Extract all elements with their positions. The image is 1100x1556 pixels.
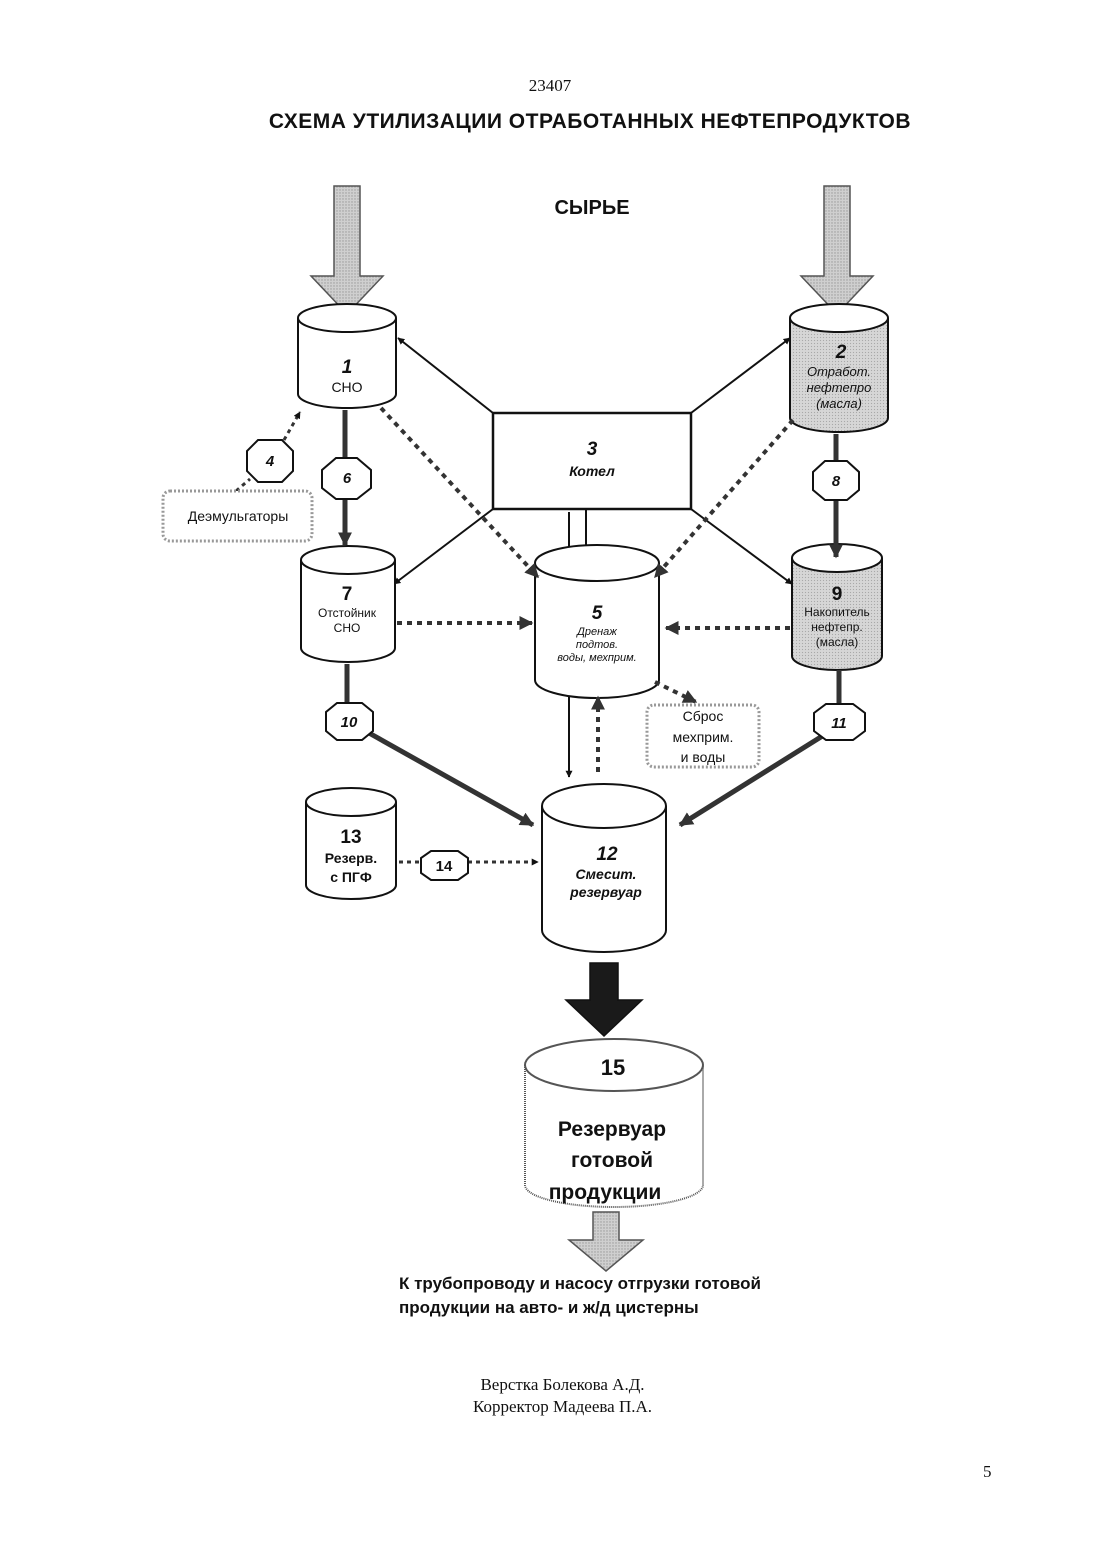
tank-5-line1: Дренаж [575, 626, 617, 638]
proofreader-credit: Корректор Мадеева П.А. [0, 1396, 1100, 1418]
pump-8-label: 8 [832, 473, 841, 490]
tank-12-number: 12 [596, 844, 618, 865]
pump-4-label: 4 [265, 453, 275, 470]
tank-1-number: 1 [342, 357, 353, 378]
shipment-note-line2: продукции на авто- и ж/д цистерны [399, 1298, 699, 1317]
tank-9-line2: нефтепр. [811, 620, 862, 634]
tank-13-line2: с ПГФ [330, 869, 372, 885]
discharge-line3: и воды [681, 749, 726, 765]
pump-14-label: 14 [436, 858, 453, 875]
tank-15-line1: Резервуар [558, 1118, 666, 1141]
tank-2-line3: (масла) [816, 396, 862, 411]
raw-inflow-arrow-left [311, 186, 383, 314]
tank-9-number: 9 [832, 584, 843, 605]
tank-7-line2: СНО [334, 621, 361, 635]
pump-6-label: 6 [343, 470, 352, 487]
tank-7-line1: Отстойник [318, 606, 377, 620]
boiler-3 [493, 413, 691, 509]
page-number: 5 [983, 1462, 992, 1482]
dotted-tank-5-to-discharge [655, 682, 696, 702]
layout-credit: Верстка Болекова А.Д. [0, 1374, 1100, 1396]
raw-material-label: СЫРЬЕ [554, 197, 629, 219]
discharge-line1: Сброс [683, 708, 724, 724]
boiler-to-tank-2 [691, 338, 790, 413]
pump-11-label: 11 [831, 715, 847, 732]
boiler-to-tank-7 [394, 509, 493, 584]
tank-9-line1: Накопитель [804, 605, 870, 619]
tank-1-label: СНО [331, 379, 362, 395]
tank-7-number: 7 [342, 584, 353, 605]
tank-2-line1: Отработ. [807, 364, 871, 379]
tank-9-line3: (масла) [816, 635, 859, 649]
tank-5-line3: воды, мехприм. [557, 652, 636, 664]
tank-2-line2: нефтепро [807, 380, 872, 395]
boiler-to-tank-1 [398, 338, 493, 413]
tank-15-line3: продукции [549, 1181, 662, 1204]
tank-5-number: 5 [592, 603, 603, 624]
raw-inflow-arrow-right [801, 186, 873, 314]
boiler-3-number: 3 [587, 439, 598, 460]
shipment-outflow-arrow [569, 1212, 643, 1271]
discharge-line2: мехприм. [673, 729, 734, 745]
tank-13-number: 13 [340, 827, 361, 848]
pump-10-label: 10 [341, 714, 358, 731]
tank-13-line1: Резерв. [325, 850, 377, 866]
tank-12-line1: Смесит. [576, 866, 637, 882]
demulsifier-label: Деэмульгаторы [188, 508, 289, 524]
tank-2-number: 2 [835, 342, 847, 363]
tank-15-line2: готовой [571, 1149, 653, 1172]
tank-15-number: 15 [601, 1055, 625, 1080]
credits: Верстка Болекова А.Д. Корректор Мадеева … [0, 1374, 1100, 1418]
tank-5-line2: подтов. [576, 639, 618, 651]
shipment-note-line1: К трубопроводу и насосу отгрузки готовой [399, 1274, 761, 1293]
tank-12-line2: резервуар [569, 884, 642, 900]
boiler-3-label: Котел [569, 463, 615, 479]
product-transfer-arrow [566, 963, 642, 1036]
